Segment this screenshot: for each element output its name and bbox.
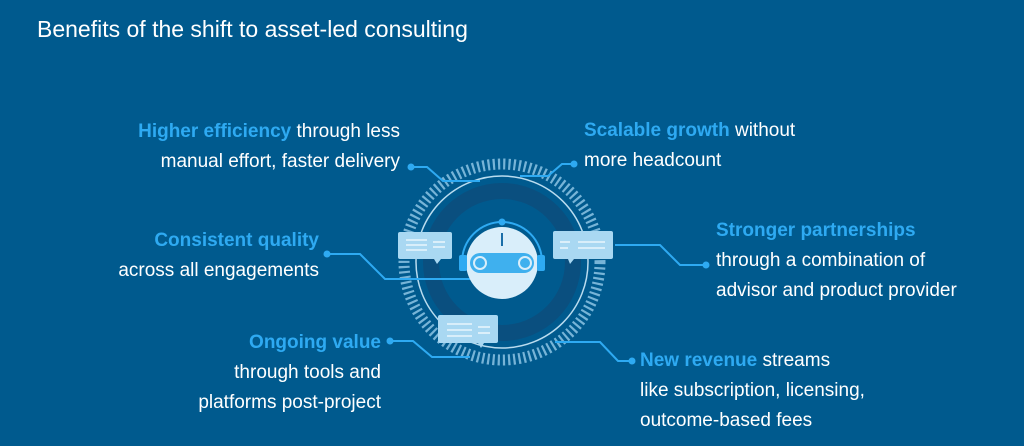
callout-text: manual effort, faster delivery <box>160 151 400 172</box>
callout-text: advisor and product provider <box>716 280 957 301</box>
callout-text: platforms post-project <box>198 392 381 413</box>
robot-assistant-icon <box>459 218 545 299</box>
connector-dot <box>386 337 394 345</box>
callout-stronger-partnerships: Stronger partnerships through a combinat… <box>716 216 957 306</box>
page-title: Benefits of the shift to asset-led consu… <box>37 16 468 42</box>
callout-text: outcome-based fees <box>640 410 813 431</box>
callout-highlight: Consistent quality <box>154 230 319 251</box>
callout-text: through tools and <box>234 362 381 383</box>
callout-text: through a combination of <box>716 250 926 271</box>
outer-dashed-ring <box>398 158 606 366</box>
connector-consistent-quality <box>327 253 470 280</box>
connector-dot <box>570 160 578 168</box>
callout-highlight: Higher efficiency <box>138 121 292 142</box>
callout-scalable-growth: Scalable growth without more headcount <box>584 116 795 176</box>
callout-highlight: New revenue <box>640 350 758 371</box>
connector-dot <box>702 261 710 269</box>
connector-new-revenue <box>555 341 632 362</box>
callout-consistent-quality: Consistent quality across all engagement… <box>118 226 319 286</box>
thin-ring <box>415 175 589 349</box>
callout-text: without <box>729 120 796 141</box>
callout-new-revenue: New revenue streams like subscription, l… <box>640 346 865 436</box>
chat-bubble-icon <box>553 231 613 264</box>
connector-dot <box>323 250 331 258</box>
chat-bubble-icon <box>438 315 498 348</box>
connector-higher-efficiency <box>411 166 480 182</box>
callout-highlight: Stronger partnerships <box>716 220 916 241</box>
callout-ongoing-value: Ongoing value through tools and platform… <box>198 328 381 418</box>
connector-scalable-growth <box>520 163 574 177</box>
callout-text: streams <box>757 350 831 371</box>
callout-higher-efficiency: Higher efficiency through less manual ef… <box>138 117 400 177</box>
connectors <box>327 163 706 362</box>
chat-bubble-icon <box>398 232 452 264</box>
callout-text: through less <box>291 121 400 142</box>
callout-text: like subscription, licensing, <box>640 380 865 401</box>
callout-text: more headcount <box>584 150 722 171</box>
connector-stronger-partnerships <box>615 244 706 266</box>
callout-highlight: Scalable growth <box>584 120 730 141</box>
connector-dot <box>407 163 415 171</box>
connector-dot <box>628 357 636 365</box>
callout-text: across all engagements <box>118 260 319 281</box>
callout-highlight: Ongoing value <box>249 332 381 353</box>
connector-ongoing-value <box>390 340 470 358</box>
